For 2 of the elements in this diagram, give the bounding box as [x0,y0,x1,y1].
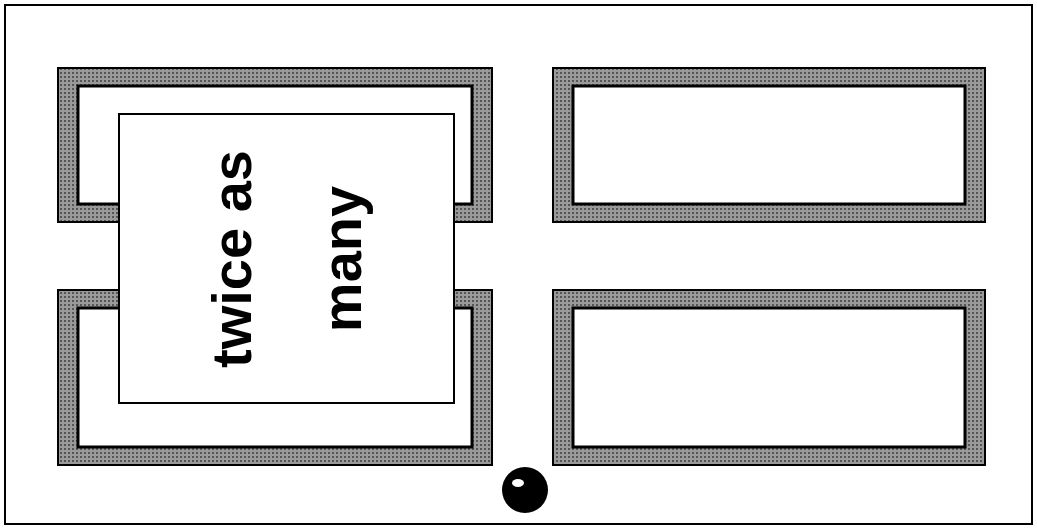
rotated-label: twice as many [198,148,374,370]
text-box [118,113,455,404]
